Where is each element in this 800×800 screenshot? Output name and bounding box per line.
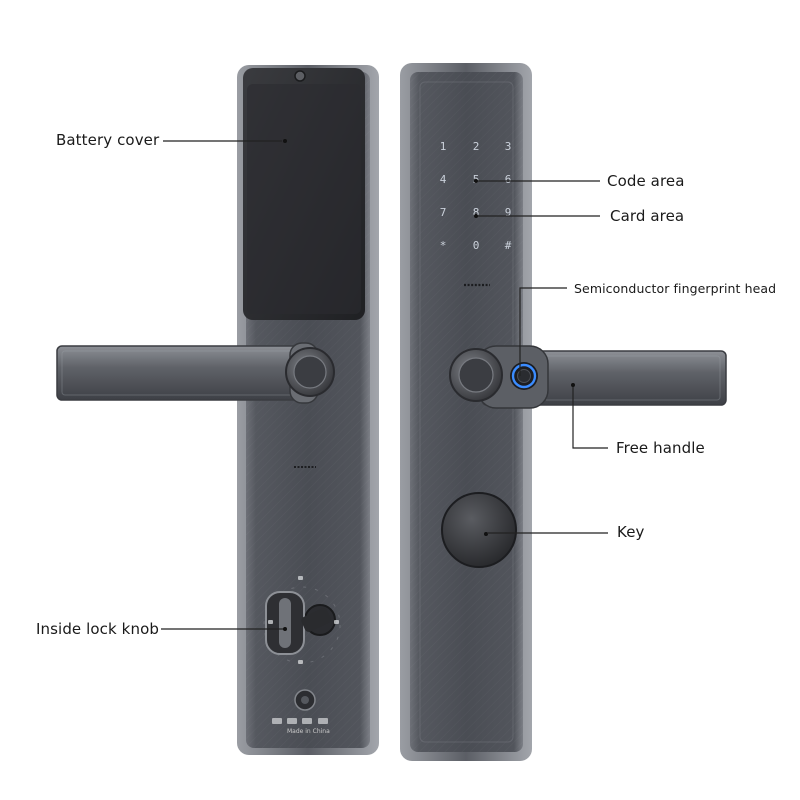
callout-lines	[161, 140, 608, 630]
inside-handle-rose	[285, 347, 335, 397]
outside-panel: 123456789*0#	[400, 63, 727, 761]
card-area-label: Card area	[610, 207, 685, 225]
keypad-key[interactable]: #	[505, 239, 512, 252]
fingerprint-sensor-icon[interactable]	[510, 362, 538, 390]
callout-dots	[283, 179, 478, 631]
key-label: Key	[617, 523, 645, 541]
keypad-key[interactable]: 6	[505, 173, 512, 186]
free-handle-point	[571, 383, 575, 387]
fingerprint-callout	[519, 287, 567, 376]
keypad-key[interactable]: 1	[440, 140, 447, 153]
emergency-screw	[294, 689, 316, 711]
keypad-key[interactable]: 3	[505, 140, 512, 153]
outside-handle-rose	[449, 348, 503, 402]
made-in-marking: Made in China	[287, 728, 330, 735]
code-area-label: Code area	[607, 172, 685, 190]
battery-cover-label: Battery cover	[56, 131, 160, 149]
keypad-key[interactable]: 0	[473, 239, 480, 252]
inside-lock-knob-label: Inside lock knob	[36, 620, 159, 638]
key-cover[interactable]	[441, 492, 517, 568]
fingerprint-head-label: Semiconductor fingerprint head	[574, 281, 777, 296]
inside-lever-handle[interactable]	[56, 342, 319, 404]
cover-screw-icon	[294, 70, 306, 82]
inside-panel	[56, 65, 379, 755]
keypad-key[interactable]: *	[440, 239, 447, 252]
certification-marks-icon	[272, 718, 328, 724]
keypad-key[interactable]: 8	[473, 206, 480, 219]
keypad-key[interactable]: 4	[440, 173, 447, 186]
lock-state-icons	[268, 576, 339, 664]
battery-cover-point	[283, 139, 287, 143]
free-handle-label: Free handle	[616, 439, 705, 457]
keypad-key[interactable]: 7	[440, 206, 447, 219]
free-handle-callout	[572, 387, 608, 449]
keypad-key[interactable]: 9	[505, 206, 512, 219]
keypad-key[interactable]: 2	[473, 140, 480, 153]
